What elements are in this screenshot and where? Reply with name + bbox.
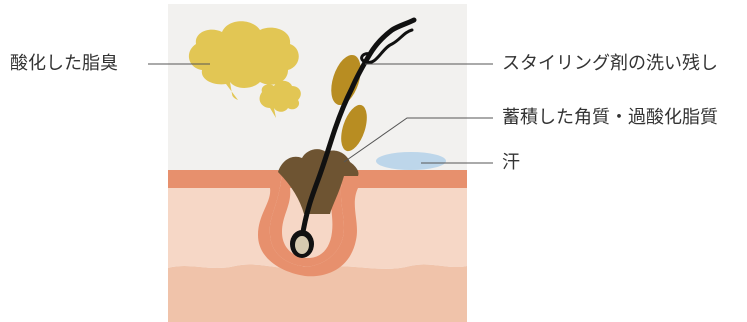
hair-shaft [299,17,417,241]
label-keratin-lipid-peroxide: 蓄積した角質・過酸化脂質 [502,107,718,128]
odor-cloud-large [188,21,299,100]
odor-cloud-small [259,80,301,118]
residue-droplet-upper [331,54,361,106]
skin-surface-layer [168,170,467,277]
skin-deep-layer [168,264,467,322]
hair-bulb-core [295,236,309,254]
leader-line-keratin [343,117,493,163]
residue-droplet-lower [341,104,367,152]
sweat-droplet [376,152,446,170]
hair-shaft-wave [360,28,414,65]
label-sweat: 汗 [502,152,520,173]
label-styling-residue: スタイリング剤の洗い残し [502,53,718,74]
label-oxidized-sebum-odor: 酸化した脂臭 [10,53,118,74]
